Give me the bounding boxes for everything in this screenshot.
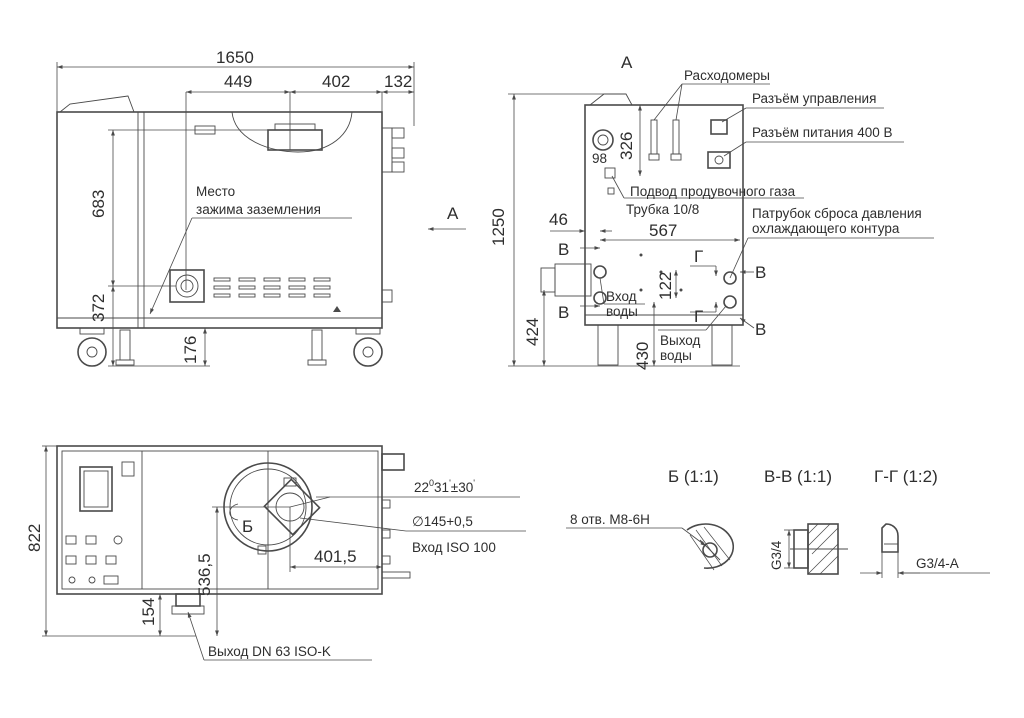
dim-401-5: 401,5 xyxy=(314,547,357,566)
dim-683: 683 xyxy=(89,190,108,218)
inlet-iso-label: Вход ISO 100 xyxy=(412,540,496,555)
section-v-lower: В xyxy=(558,303,569,322)
diameter-label: ∅145+0,5 xyxy=(412,514,473,529)
power-connector-label: Разъём питания 400 В xyxy=(752,125,893,140)
detail-vv: G3/4 xyxy=(769,523,848,575)
dim-132: 132 xyxy=(384,72,412,91)
dim-98: 98 xyxy=(592,151,607,166)
dim-1650: 1650 xyxy=(216,48,254,67)
thread-g34-label: G3/4 xyxy=(769,540,784,570)
dim-567: 567 xyxy=(649,221,677,240)
angle-tol-sign: ' xyxy=(473,478,475,488)
dim-122: 122 xyxy=(656,272,675,300)
flowmeters-label: Расходомеры xyxy=(684,68,770,83)
angle-deg-value: 22 xyxy=(414,480,429,495)
section-v-upper: В xyxy=(558,240,569,259)
section-g-lower: Г xyxy=(694,307,703,326)
side-view-a: А 1250 xyxy=(489,53,934,370)
section-b-marker: Б xyxy=(242,517,253,536)
ground-clamp-label-2: зажима заземления xyxy=(196,202,321,217)
dim-1250: 1250 xyxy=(489,208,508,246)
angle-min-sign: ' xyxy=(449,478,451,488)
section-v-right-1: В xyxy=(755,263,766,282)
angle-min-value: 31 xyxy=(434,480,449,495)
water-out-label-1: Выход xyxy=(660,333,701,348)
outlet-dn-label: Выход DN 63 ISO-K xyxy=(208,644,331,659)
detail-gg-title: Г-Г (1:2) xyxy=(874,467,938,486)
detail-vv-title: В-В (1:1) xyxy=(764,467,832,486)
dim-536-5: 536,5 xyxy=(195,553,214,596)
dim-154: 154 xyxy=(139,598,158,626)
top-view: 822 536,5 401,5 154 22031'±30' ∅145+0,5 … xyxy=(25,445,526,661)
panel-connectors xyxy=(65,535,123,585)
dim-326: 326 xyxy=(617,132,636,160)
view-arrow-label: А xyxy=(447,204,459,223)
dim-430: 430 xyxy=(633,342,652,370)
section-g-upper: Г xyxy=(694,247,703,266)
purge-gas-label: Подвод продувочного газа xyxy=(630,184,796,199)
relief-label-1: Патрубок сброса давления xyxy=(752,206,922,221)
angle-deg-sign: 0 xyxy=(429,478,434,488)
section-v-right-2: В xyxy=(755,320,766,339)
water-out-label-2: воды xyxy=(660,348,692,363)
water-in-label-2: воды xyxy=(606,304,638,319)
detail-b-title: Б (1:1) xyxy=(668,467,719,486)
detail-b: 8 отв. М8-6Н xyxy=(566,512,735,571)
view-a-title: А xyxy=(621,53,633,72)
dim-822: 822 xyxy=(25,524,44,552)
detail-gg: G3/4-A xyxy=(860,523,990,578)
dim-424: 424 xyxy=(523,318,542,346)
ground-clamp-label-1: Место xyxy=(196,184,235,199)
control-connector-label: Разъём управления xyxy=(752,91,876,106)
dim-46: 46 xyxy=(549,210,568,229)
relief-label-2: охлаждающего контура xyxy=(752,221,900,236)
angle-label: 22031'±30' xyxy=(414,478,475,495)
angle-tolerance: ±30 xyxy=(451,480,473,495)
water-in-label-1: Вход xyxy=(606,289,637,304)
dim-372: 372 xyxy=(89,294,108,322)
dim-176: 176 xyxy=(181,336,200,364)
front-casters xyxy=(77,327,383,367)
tube-size-label: Трубка 10/8 xyxy=(626,202,699,217)
holes-label: 8 отв. М8-6Н xyxy=(570,512,650,527)
dim-402: 402 xyxy=(322,72,350,91)
front-view: 1650 449 402 132 683 372 176 Место зажим… xyxy=(56,48,415,367)
vent-grille xyxy=(213,277,331,298)
thread-g34a-label: G3/4-A xyxy=(916,556,959,571)
view-arrow-a: А xyxy=(428,204,466,231)
dim-449: 449 xyxy=(224,72,252,91)
